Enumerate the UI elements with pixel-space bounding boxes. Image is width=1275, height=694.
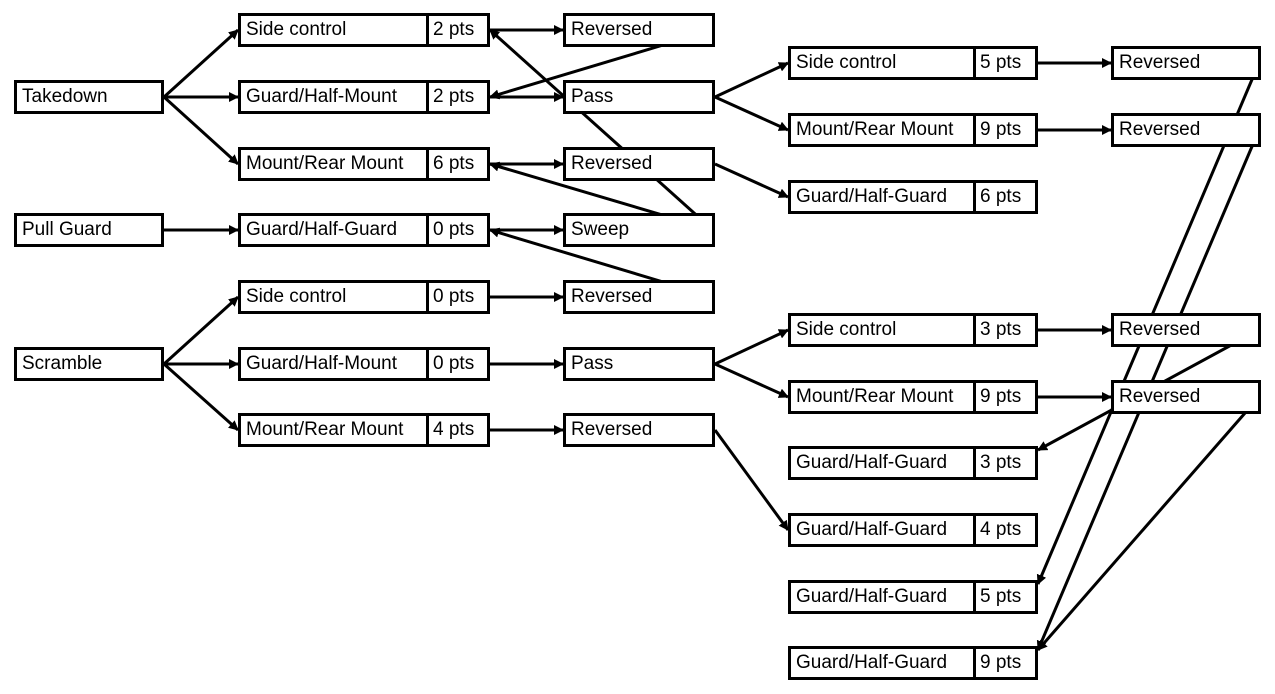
node-label: Reversed (571, 153, 653, 174)
edge-a_pass2-to-p_mount9b (714, 362, 789, 399)
node-label: Scramble (22, 353, 103, 374)
node-label: Reversed (571, 286, 653, 307)
edge-a_pass1-to-p_mount9a (714, 95, 789, 132)
node-td-mount-rear-mount: Mount/Rear Mount 6 pts (238, 147, 490, 181)
node-label: Reversed (1119, 386, 1201, 407)
node-side-control-5: Side control 5 pts (788, 46, 1038, 80)
node-label: Mount/Rear Mount (246, 419, 404, 440)
node-label: Guard/Half-Guard (796, 519, 948, 540)
node-scramble: Scramble (14, 347, 164, 381)
node-points: 2 pts (426, 16, 487, 44)
edge-scramble-to-sc_side (162, 295, 240, 366)
node-pg-guard-half-guard: Guard/Half-Guard 0 pts (238, 213, 490, 247)
node-label: Side control (796, 319, 897, 340)
node-reversed: Reversed (1111, 46, 1261, 80)
node-label: Mount/Rear Mount (796, 386, 954, 407)
node-action-sweep: Sweep (563, 213, 715, 247)
node-label: Guard/Half-Guard (796, 452, 948, 473)
node-sc-side-control: Side control 0 pts (238, 280, 490, 314)
edge-a_rev2-to-p_guard6 (714, 162, 789, 199)
node-sc-guard-half-mount: Guard/Half-Mount 0 pts (238, 347, 490, 381)
node-action-reversed: Reversed (563, 280, 715, 314)
node-label: Reversed (1119, 52, 1201, 73)
node-points: 4 pts (426, 416, 487, 444)
node-td-guard-half-mount: Guard/Half-Mount 2 pts (238, 80, 490, 114)
edge-a_pass1-to-p_side5 (714, 61, 789, 99)
node-label: Reversed (1119, 119, 1201, 140)
edge-takedown-to-td_side (162, 28, 240, 99)
node-label: Sweep (571, 219, 630, 240)
node-mount-rear-mount-9: Mount/Rear Mount 9 pts (788, 113, 1038, 147)
node-points: 4 pts (973, 516, 1035, 544)
edge-a_pass2-to-p_side3 (714, 328, 789, 366)
node-label: Takedown (22, 86, 108, 107)
edge-takedown-to-td_mount (162, 95, 240, 166)
edge-scramble-to-sc_mount (163, 362, 239, 432)
node-reversed: Reversed (1111, 380, 1261, 414)
node-label: Mount/Rear Mount (246, 153, 404, 174)
node-sc-mount-rear-mount: Mount/Rear Mount 4 pts (238, 413, 490, 447)
node-side-control-3: Side control 3 pts (788, 313, 1038, 347)
node-points: 0 pts (426, 350, 487, 378)
node-td-side-control: Side control 2 pts (238, 13, 490, 47)
node-action-reversed: Reversed (563, 147, 715, 181)
node-guard-half-guard-6: Guard/Half-Guard 6 pts (788, 180, 1038, 214)
node-action-reversed: Reversed (563, 413, 715, 447)
edge-a_sweep-to-td_side (488, 28, 715, 232)
node-points: 5 pts (973, 49, 1035, 77)
node-label: Guard/Half-Guard (796, 186, 948, 207)
node-label: Guard/Half-Mount (246, 353, 398, 374)
node-pull-guard: Pull Guard (14, 213, 164, 247)
node-takedown: Takedown (14, 80, 164, 114)
node-reversed: Reversed (1111, 113, 1261, 147)
node-label: Reversed (1119, 319, 1201, 340)
edge-a_rev4-to-p_guard4 (713, 429, 790, 531)
node-label: Reversed (571, 419, 653, 440)
node-label: Pass (571, 86, 614, 107)
node-points: 2 pts (426, 83, 487, 111)
edge-r_rev4-to-p_guard9 (1036, 396, 1261, 651)
node-action-pass: Pass (563, 80, 715, 114)
node-points: 3 pts (973, 449, 1035, 477)
node-points: 9 pts (973, 116, 1035, 144)
node-action-pass: Pass (563, 347, 715, 381)
node-points: 0 pts (426, 216, 487, 244)
node-guard-half-guard-5: Guard/Half-Guard 5 pts (788, 580, 1038, 614)
node-reversed: Reversed (1111, 313, 1261, 347)
node-mount-rear-mount-9: Mount/Rear Mount 9 pts (788, 380, 1038, 414)
node-label: Side control (796, 52, 897, 73)
node-label: Guard/Half-Mount (246, 86, 398, 107)
node-points: 0 pts (426, 283, 487, 311)
node-points: 3 pts (973, 316, 1035, 344)
node-points: 5 pts (973, 583, 1035, 611)
node-label: Side control (246, 286, 347, 307)
node-label: Guard/Half-Guard (796, 652, 948, 673)
node-label: Guard/Half-Guard (246, 219, 398, 240)
node-label: Side control (246, 19, 347, 40)
node-guard-half-guard-9: Guard/Half-Guard 9 pts (788, 646, 1038, 680)
node-label: Reversed (571, 19, 653, 40)
node-label: Guard/Half-Guard (796, 586, 948, 607)
node-points: 9 pts (973, 383, 1035, 411)
node-points: 6 pts (426, 150, 487, 178)
node-points: 6 pts (973, 183, 1035, 211)
node-label: Mount/Rear Mount (796, 119, 954, 140)
node-guard-half-guard-4: Guard/Half-Guard 4 pts (788, 513, 1038, 547)
node-action-reversed: Reversed (563, 13, 715, 47)
node-guard-half-guard-3: Guard/Half-Guard 3 pts (788, 446, 1038, 480)
node-label: Pass (571, 353, 614, 374)
node-label: Pull Guard (22, 219, 112, 240)
node-points: 9 pts (973, 649, 1035, 677)
